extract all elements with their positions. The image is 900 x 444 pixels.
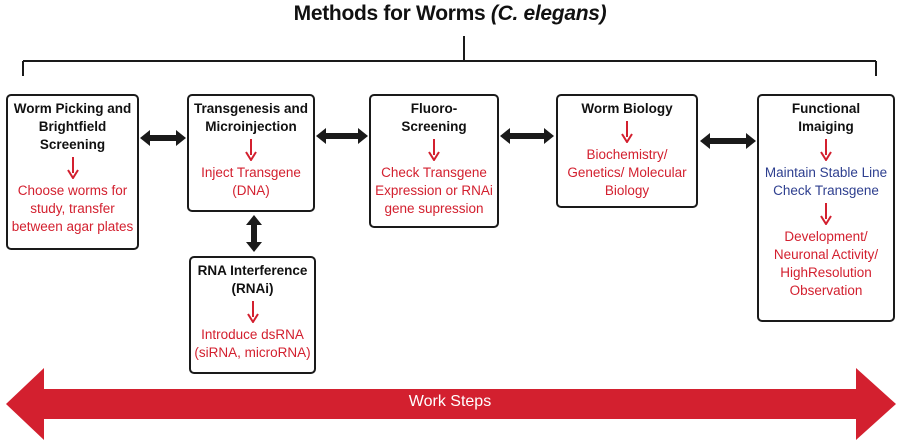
box-detail: Choose worms for study, transfer between… <box>11 183 134 234</box>
arrow-down-icon <box>820 139 832 161</box>
box-detail: Biochemistry/ Genetics/ Molecular Biolog… <box>567 147 687 198</box>
box-transgenesis: Transgenesis and Microinjection Inject T… <box>187 94 315 212</box>
box-title: Fluoro-Screening <box>401 101 467 134</box>
box-fluoro-screening: Fluoro-Screening Check Transgene Express… <box>369 94 499 228</box>
arrow-down-icon <box>66 157 79 179</box>
box-title: RNA Interference (RNAi) <box>197 263 308 296</box>
diagram-title: Methods for Worms (C. elegans) <box>0 2 900 26</box>
double-arrow-icon <box>316 128 368 144</box>
box-detail: Check Transgene Expression or RNAi gene … <box>375 165 493 216</box>
box-title: Worm Biology <box>581 101 673 116</box>
arrow-down-icon <box>621 121 633 143</box>
box-functional-imaging: Functional Imaiging Maintain Stable Line… <box>757 94 895 322</box>
double-arrow-icon <box>700 133 756 149</box>
double-arrow-vertical-icon <box>246 215 262 252</box>
arrow-down-icon <box>245 139 257 161</box>
work-steps-banner <box>6 368 896 440</box>
box-rna-interference: RNA Interference (RNAi) Introduce dsRNA … <box>189 256 316 374</box>
box-detail-blue: Maintain Stable Line Check Transgene <box>764 165 888 198</box>
box-worm-biology: Worm Biology Biochemistry/ Genetics/ Mol… <box>556 94 698 208</box>
double-arrow-icon <box>500 128 554 144</box>
box-title: Transgenesis and Microinjection <box>193 101 309 134</box>
arrow-down-icon <box>246 301 259 323</box>
box-title: Functional Imaiging <box>791 101 861 134</box>
box-worm-picking: Worm Picking and Brightfield Screening C… <box>6 94 139 250</box>
double-arrow-icon <box>140 130 186 146</box>
box-detail: Introduce dsRNA (siRNA, microRNA) <box>194 327 311 360</box>
arrow-down-icon <box>428 139 440 161</box>
title-species: (C. elegans) <box>490 2 607 25</box>
arrow-down-icon <box>820 203 832 225</box>
box-detail-red: Development/ Neuronal Activity/ HighReso… <box>773 229 879 298</box>
work-steps-label: Work Steps <box>408 393 492 410</box>
box-detail: Inject Transgene (DNA) <box>201 165 301 198</box>
header-bracket <box>22 36 877 76</box>
title-main: Methods for Worms <box>293 2 486 25</box>
box-title: Worm Picking and Brightfield Screening <box>13 101 132 152</box>
